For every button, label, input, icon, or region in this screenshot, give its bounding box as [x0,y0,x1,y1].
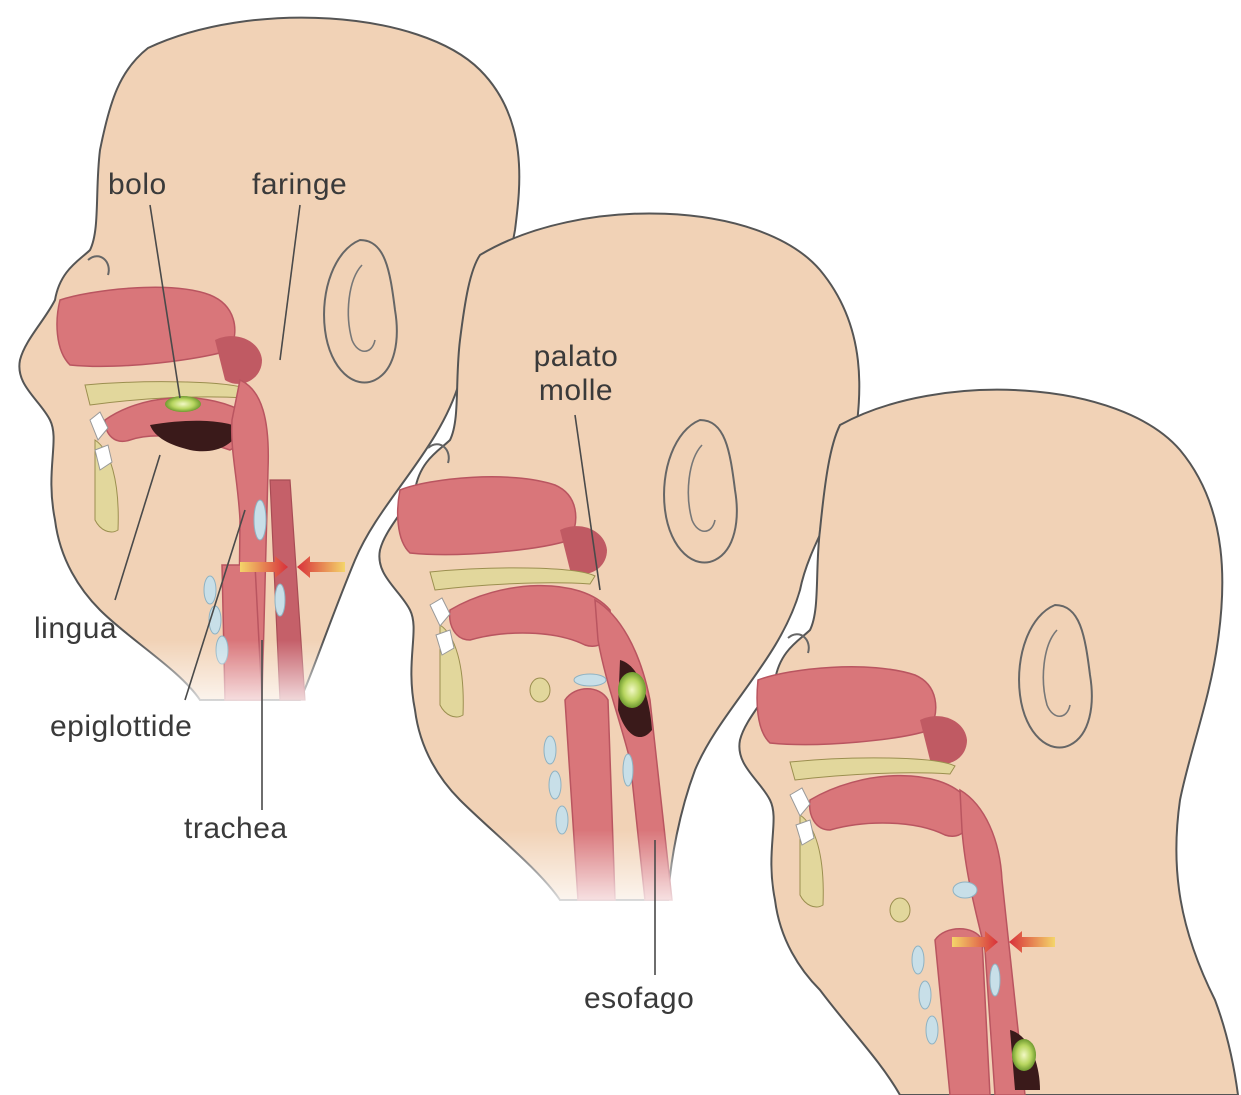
nasal-cavity-3 [757,667,936,745]
label-palato-line1: palato [520,340,632,374]
label-bolo: bolo [108,168,167,202]
bolus-3-icon [1012,1039,1036,1071]
nasal-cavity-1 [57,287,235,366]
nasal-cavity-2 [398,477,576,555]
label-esofago: esofago [584,982,694,1016]
label-lingua: lingua [34,612,117,646]
label-faringe: faringe [252,168,347,202]
label-trachea: trachea [184,812,288,846]
label-palato-line2: molle [520,374,632,408]
bolus-1-icon [165,396,201,412]
bolus-2-icon [618,672,646,708]
label-palato-molle: palato molle [520,340,632,408]
label-epiglottide: epiglottide [50,710,192,744]
